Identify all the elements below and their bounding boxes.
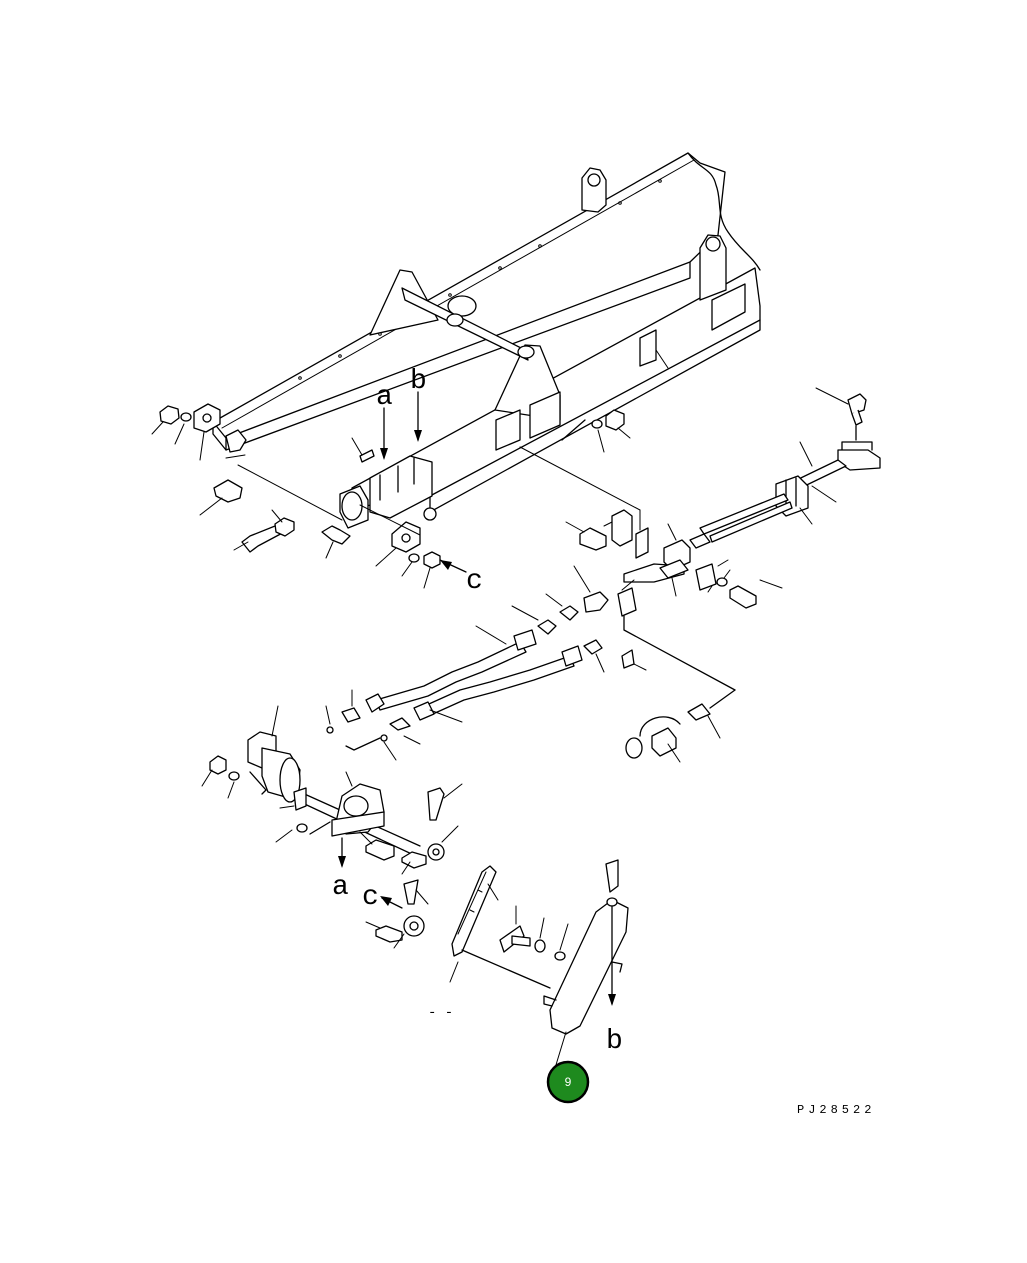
ref-label-c: c	[466, 566, 483, 597]
ref-label-a-lower: a	[332, 872, 349, 903]
ref-label-b: b	[410, 366, 427, 397]
right-frame-hardware	[519, 349, 881, 543]
drawing-code: PJ28522	[797, 1103, 875, 1117]
chain-drive-assembly: c b - -	[362, 859, 629, 1079]
drive-bearing-assembly: a b c	[339, 366, 483, 597]
callout-marker-9[interactable]: 9	[546, 1060, 590, 1104]
callout-marker-circle[interactable]	[546, 1060, 590, 1104]
hydraulic-motor-assembly: a	[201, 705, 463, 903]
left-upper-hardware	[151, 403, 351, 559]
ref-label-a: a	[376, 382, 393, 413]
ref-label-b-lower: b	[606, 1026, 623, 1057]
hose-fittings	[325, 509, 783, 763]
ref-label-c-lower: c	[362, 882, 379, 913]
main-frame	[212, 152, 761, 513]
minor-mark: - -	[428, 1005, 453, 1021]
callout-marker-number[interactable]: 9	[565, 1075, 572, 1089]
